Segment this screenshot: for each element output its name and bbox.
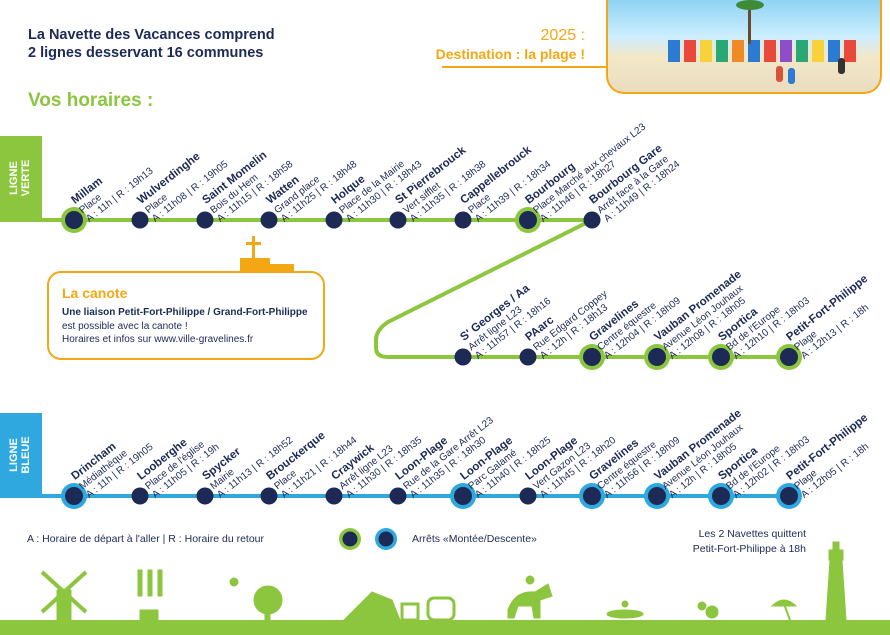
stop-dot-verte — [519, 211, 537, 229]
section-title: Vos horaires : — [28, 90, 154, 111]
lighthouse-icon — [825, 541, 847, 621]
canote-box: La canote Une liaison Petit-Fort-Philipp… — [47, 271, 325, 360]
stop-dot-verte — [583, 211, 601, 229]
stop-dot-bleue — [519, 487, 537, 505]
destination-label: Destination : la plage ! — [435, 46, 585, 62]
stop-dot-verte — [583, 348, 601, 366]
header-divider — [442, 66, 606, 68]
stop-dot-verte — [780, 348, 798, 366]
legend-abbreviations: A : Horaire de départ à l'aller | R : Ho… — [27, 533, 265, 545]
legend-quit-line1: Les 2 Navettes quittent — [698, 528, 806, 540]
canote-line-2: est possible avec la canote ! — [62, 321, 188, 332]
ground-strip — [0, 620, 890, 635]
stop-dot-bleue — [260, 487, 278, 505]
stop-dot-bleue — [389, 487, 407, 505]
fries-box — [139, 609, 159, 621]
intro-text: La Navette des Vacances comprend 2 ligne… — [28, 26, 275, 62]
stop-dot-verte — [454, 211, 472, 229]
stop-dot-bleue — [780, 487, 798, 505]
horse-rider-icon — [507, 575, 553, 619]
legend-dot-verte-inner — [342, 531, 358, 547]
ligne-verte-row2 — [374, 218, 789, 359]
intro-line-1: La Navette des Vacances comprend — [28, 27, 275, 43]
stop-dot-verte — [454, 348, 472, 366]
stop-dot-verte — [65, 211, 83, 229]
stop-dot-verte — [389, 211, 407, 229]
tag-ligne-bleue: LIGNE BLEUE — [0, 413, 42, 497]
stop-dot-verte — [260, 211, 278, 229]
legend-arrets: Arrêts «Montée/Descente» — [412, 533, 537, 545]
stop-dot-bleue — [454, 487, 472, 505]
stop-dot-bleue — [583, 487, 601, 505]
legend-dot-bleue-inner — [378, 531, 394, 547]
petanque-icon — [697, 601, 719, 619]
stop-dot-verte — [648, 348, 666, 366]
stop-dot-bleue — [712, 487, 730, 505]
legend-departure-note: Les 2 Navettes quittent Petit-Fort-Phili… — [676, 527, 806, 557]
stop-dot-verte — [325, 211, 343, 229]
beach-photo — [606, 0, 882, 94]
stop-dot-bleue — [648, 487, 666, 505]
stop-dot-bleue — [131, 487, 149, 505]
stop-dot-bleue — [196, 487, 214, 505]
year-label: 2025 : — [540, 27, 585, 44]
canote-title: La canote — [62, 285, 128, 301]
legend-quit-line2: Petit-Fort-Philippe à 18h — [692, 543, 806, 555]
year-block: 2025 : Destination : la plage ! — [436, 26, 585, 64]
stop-dot-verte — [519, 348, 537, 366]
windmill-icon — [40, 570, 88, 621]
beach-umbrella-icon — [770, 599, 798, 621]
stop-dot-verte — [131, 211, 149, 229]
intro-line-2: 2 lignes desservant 16 communes — [28, 45, 264, 61]
church-icon — [240, 236, 294, 272]
tree-icon — [253, 585, 283, 621]
tag-ligne-verte: LIGNE VERTE — [0, 136, 42, 220]
stop-dot-verte — [196, 211, 214, 229]
canote-line-3: Horaires et infos sur www.ville-gravelin… — [62, 334, 254, 345]
stop-dot-bleue — [325, 487, 343, 505]
fries-icon — [137, 569, 163, 597]
playground-icon — [342, 591, 456, 622]
stop-dot-verte — [712, 348, 730, 366]
kayak-icon — [606, 600, 644, 619]
stop-dot-bleue — [65, 487, 83, 505]
canote-line-1: Une liaison Petit-Fort-Philippe / Grand-… — [62, 307, 308, 318]
butterfly-icon — [229, 577, 239, 587]
